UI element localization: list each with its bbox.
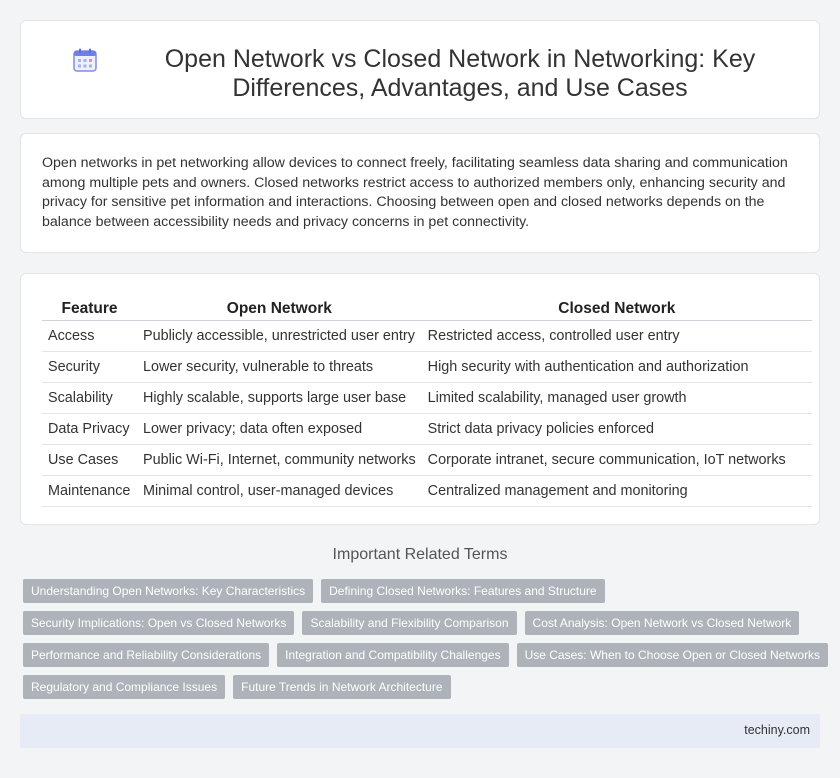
- tag-row: Understanding Open Networks: Key Charact…: [23, 579, 823, 603]
- related-term-tag[interactable]: Understanding Open Networks: Key Charact…: [23, 579, 314, 603]
- table-row: Scalability Highly scalable, supports la…: [42, 382, 812, 414]
- column-header-open: Open Network: [136, 298, 422, 321]
- title-card: Open Network vs Closed Network in Networ…: [20, 20, 820, 119]
- table-row: Use Cases Public Wi-Fi, Internet, commun…: [42, 444, 812, 476]
- calendar-icon: [73, 48, 97, 72]
- table-row: Security Lower security, vulnerable to t…: [42, 351, 812, 383]
- tag-row: Performance and Reliability Consideratio…: [23, 643, 829, 667]
- tag-row: Regulatory and Compliance Issues Future …: [23, 675, 823, 699]
- related-term-tag[interactable]: Scalability and Flexibility Comparison: [302, 611, 517, 635]
- related-term-tag[interactable]: Future Trends in Network Architecture: [233, 675, 451, 699]
- table-cell-open: Publicly accessible, unrestricted user e…: [136, 320, 422, 352]
- table-cell-feature: Maintenance: [42, 475, 137, 507]
- tag-row: Security Implications: Open vs Closed Ne…: [23, 611, 823, 635]
- comparison-table-card: Feature Open Network Closed Network Acce…: [20, 273, 820, 525]
- table-cell-feature: Data Privacy: [42, 413, 137, 445]
- table-cell-closed: High security with authentication and au…: [421, 351, 812, 383]
- table-cell-open: Minimal control, user-managed devices: [136, 475, 422, 507]
- related-term-tag[interactable]: Integration and Compatibility Challenges: [277, 643, 509, 667]
- table-cell-closed: Centralized management and monitoring: [421, 475, 812, 507]
- table-cell-open: Lower privacy; data often exposed: [136, 413, 422, 445]
- related-terms-list: Understanding Open Networks: Key Charact…: [23, 579, 829, 707]
- column-header-closed: Closed Network: [421, 298, 812, 321]
- related-term-tag[interactable]: Performance and Reliability Consideratio…: [23, 643, 270, 667]
- table-cell-open: Highly scalable, supports large user bas…: [136, 382, 422, 414]
- table-cell-closed: Corporate intranet, secure communication…: [421, 444, 812, 476]
- table-cell-feature: Access: [42, 320, 137, 352]
- page-title: Open Network vs Closed Network in Networ…: [164, 45, 756, 102]
- table-header-row: Feature Open Network Closed Network: [42, 298, 812, 321]
- related-terms-heading: Important Related Terms: [332, 546, 508, 563]
- table-row: Maintenance Minimal control, user-manage…: [42, 475, 812, 507]
- related-term-tag[interactable]: Defining Closed Networks: Features and S…: [321, 579, 605, 603]
- table-cell-closed: Limited scalability, managed user growth: [421, 382, 812, 414]
- table-cell-feature: Security: [42, 351, 137, 383]
- table-cell-open: Public Wi-Fi, Internet, community networ…: [136, 444, 422, 476]
- intro-card: Open networks in pet networking allow de…: [20, 133, 820, 253]
- table-cell-closed: Restricted access, controlled user entry: [421, 320, 812, 352]
- footer-site-link[interactable]: techiny.com: [744, 723, 810, 737]
- table-row: Access Publicly accessible, unrestricted…: [42, 320, 812, 352]
- table-row: Data Privacy Lower privacy; data often e…: [42, 413, 812, 445]
- related-term-tag[interactable]: Regulatory and Compliance Issues: [23, 675, 226, 699]
- table-cell-feature: Use Cases: [42, 444, 137, 476]
- column-header-feature: Feature: [42, 298, 137, 321]
- intro-paragraph: Open networks in pet networking allow de…: [42, 155, 788, 230]
- comparison-table: Feature Open Network Closed Network Acce…: [42, 298, 812, 507]
- table-cell-closed: Strict data privacy policies enforced: [421, 413, 812, 445]
- footer: techiny.com: [20, 714, 820, 748]
- related-term-tag[interactable]: Use Cases: When to Choose Open or Closed…: [516, 643, 829, 667]
- related-term-tag[interactable]: Security Implications: Open vs Closed Ne…: [23, 611, 295, 635]
- related-term-tag[interactable]: Cost Analysis: Open Network vs Closed Ne…: [524, 611, 800, 635]
- table-cell-feature: Scalability: [42, 382, 137, 414]
- table-cell-open: Lower security, vulnerable to threats: [136, 351, 422, 383]
